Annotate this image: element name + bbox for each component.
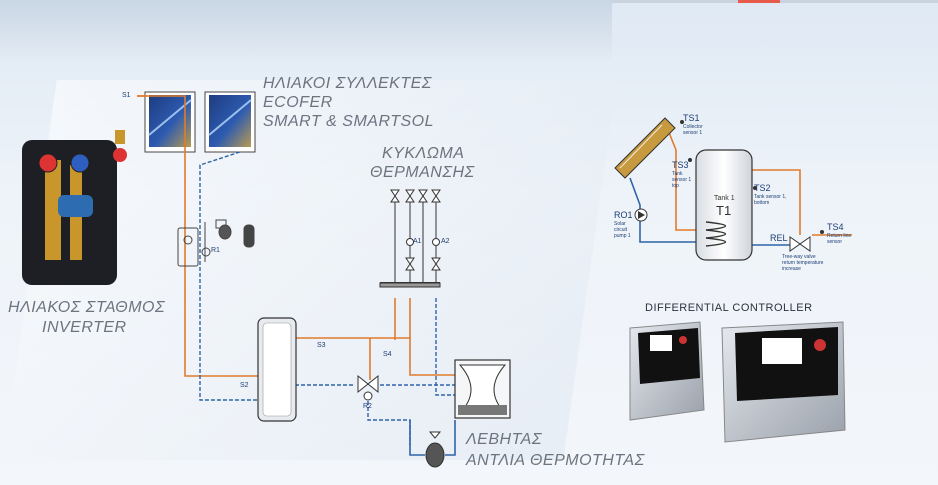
sensor-ts3-desc-2: sensor 1 xyxy=(672,177,692,183)
heating-circuit xyxy=(379,189,441,288)
valve-rel-label: REL xyxy=(770,233,788,243)
cold-pipes xyxy=(199,151,455,445)
collectors-label-1: ΗΛΙΑΚΟΙ ΣΥΛΛΕΚΤΕΣ xyxy=(263,75,432,92)
sensor-ts1-desc-2: sensor 1 xyxy=(683,130,703,136)
right-tank-t1 xyxy=(695,149,753,261)
solar-station-label-1: ΗΛΙΑΚΟΣ ΣΤΑΘΜΟΣ xyxy=(8,299,166,316)
pump-tag-r1: R1 xyxy=(211,247,220,254)
valve-tag-r2: R2 xyxy=(363,403,372,410)
cold-pipes-solid xyxy=(409,420,456,456)
sensor-ts2-desc-2: bottom xyxy=(754,200,770,206)
sensor-ts3-desc-3: top xyxy=(672,183,679,189)
right-collector xyxy=(614,117,676,179)
collectors-label-3: SMART & SMARTSOL xyxy=(263,113,434,130)
three-way-valve-r2 xyxy=(357,374,379,401)
solar-station-label-2: INVERTER xyxy=(42,319,127,336)
sensor-ts1-label: TS1 xyxy=(683,113,700,123)
pump-ro1-label: RO1 xyxy=(614,210,633,220)
sensor-dots xyxy=(680,120,824,234)
hot-pipes xyxy=(137,95,455,380)
expansion-vessel xyxy=(425,431,445,468)
solar-collector-1 xyxy=(144,91,196,153)
pump-ro1-desc-2: circuit xyxy=(614,227,628,233)
pump-ro1-desc-1: Solar xyxy=(614,221,626,227)
storage-tank xyxy=(257,317,297,422)
sensor-ts4-desc-1: Return line xyxy=(827,233,852,239)
valve-rel-desc-3: increase xyxy=(782,266,801,272)
right-pipes-cold xyxy=(629,177,790,246)
pump-tag-a1: A1 xyxy=(413,238,422,245)
solar-pump-ro1 xyxy=(634,208,648,222)
tank-id-label: T1 xyxy=(716,203,732,218)
sensor-ts2-label: TS2 xyxy=(754,183,771,193)
sensor-ts2-desc-1: Tank sensor 1, xyxy=(754,194,787,200)
header-accent xyxy=(738,0,780,3)
solar-station-unit xyxy=(22,130,127,285)
sensor-tag-s4: S4 xyxy=(383,351,392,358)
boiler-label-1: ΛΕΒΗΤΑΣ xyxy=(466,431,542,448)
valve-rel-desc-1: Tree-way valve xyxy=(782,254,816,260)
sensor-tag-s2: S2 xyxy=(240,382,249,389)
rel-valve xyxy=(789,236,811,252)
sensor-tag-s1: S1 xyxy=(122,92,131,99)
sensor-tag-s3: S3 xyxy=(317,342,326,349)
sensor-ts4-label: TS4 xyxy=(827,222,844,232)
boiler-label-2: ΑΝΤΛΙΑ ΘΕΡΜΟΤΗΤΑΣ xyxy=(466,452,645,469)
collectors-label-2: ECOFER xyxy=(263,94,333,111)
pump-unit-r1 xyxy=(177,219,255,267)
sensor-ts3-label: TS3 xyxy=(672,160,689,170)
right-pipes-hot xyxy=(665,124,852,236)
heat-exchanger xyxy=(454,359,511,419)
heating-circuit-label-2: ΘΕΡΜΑΝΣΗΣ xyxy=(370,164,475,181)
pump-ro1-desc-3: pump 1 xyxy=(614,233,631,239)
sensor-ts4-desc-2: sensor xyxy=(827,239,843,245)
sensor-ts3-desc-1: Tank xyxy=(672,171,683,177)
controller-large xyxy=(721,321,846,443)
background-panel xyxy=(0,0,612,60)
tank-name-label: Tank 1 xyxy=(714,195,735,202)
controller-small xyxy=(629,321,705,421)
pump-tag-a2: A2 xyxy=(441,238,450,245)
valve-rel-desc-2: return temperature xyxy=(782,260,824,266)
heating-circuit-label-1: ΚΥΚΛΩΜΑ xyxy=(382,145,465,162)
sensor-ts1-desc-1: Collector xyxy=(683,124,703,130)
controller-title: DIFFERENTIAL CONTROLLER xyxy=(645,302,813,314)
solar-collector-2 xyxy=(204,91,256,153)
